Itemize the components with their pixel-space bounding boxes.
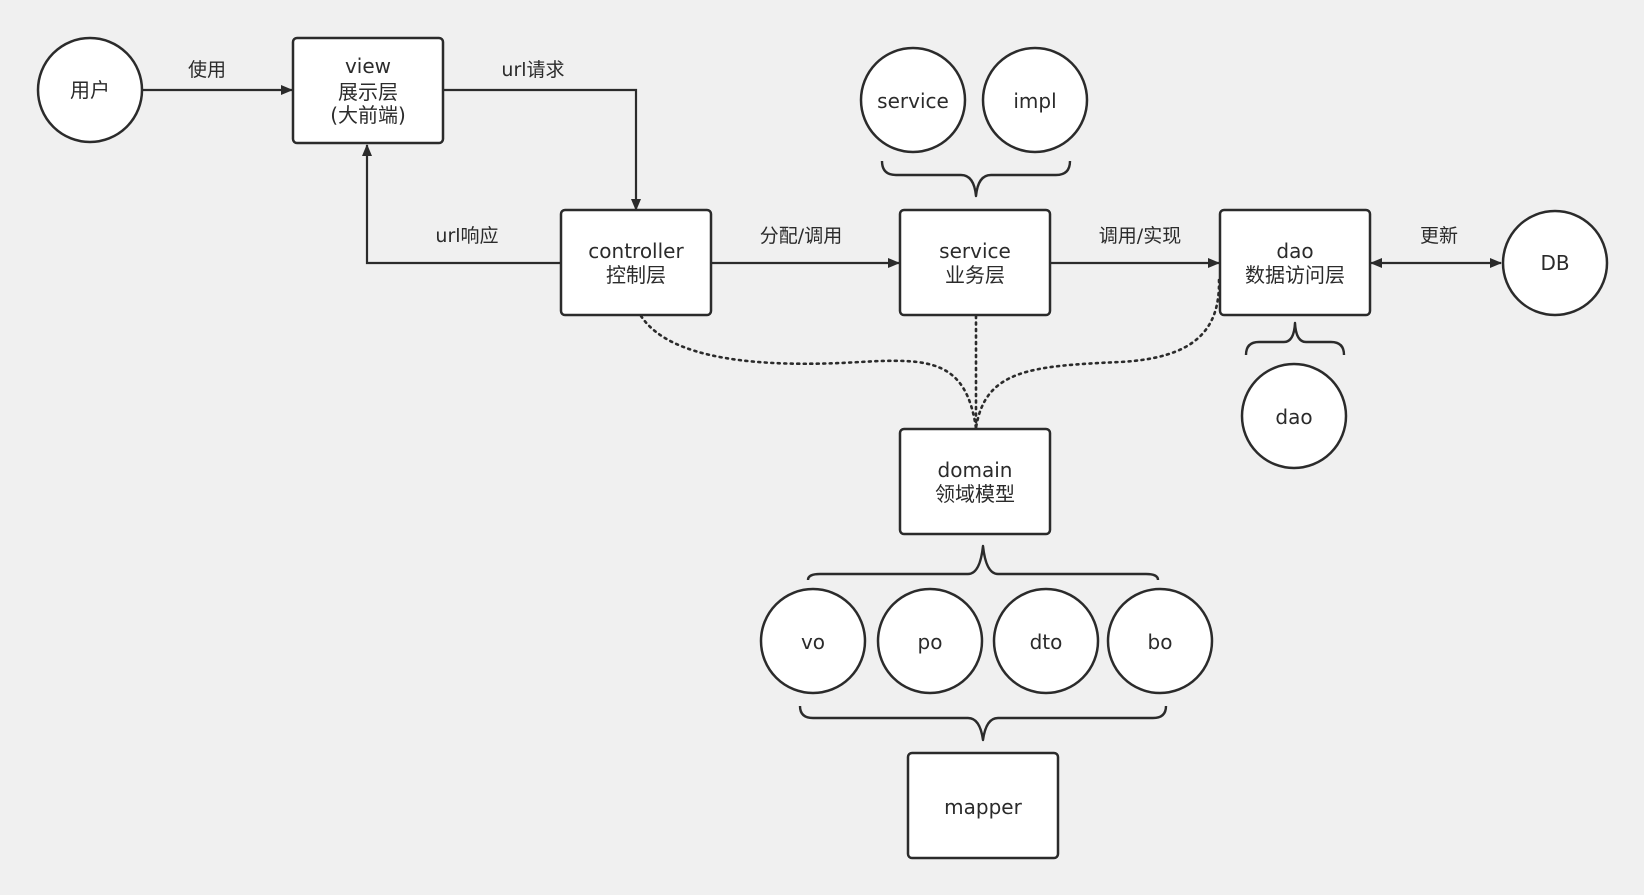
node-dao-circle-label: dao — [1275, 405, 1312, 429]
node-mapper-label: mapper — [944, 795, 1022, 819]
node-service-circle: service — [859, 46, 967, 154]
node-db: DB — [1501, 209, 1609, 317]
edges — [143, 85, 1502, 268]
node-user-label: 用户 — [70, 78, 110, 102]
node-domain-line2: 领域模型 — [935, 482, 1015, 506]
node-domain-line1: domain — [938, 458, 1013, 482]
label-url-request: url请求 — [501, 59, 564, 81]
node-controller-line1: controller — [588, 239, 684, 263]
label-use: 使用 — [188, 59, 226, 81]
edge-controller-to-view — [362, 144, 561, 265]
node-controller-line2: 控制层 — [606, 263, 666, 287]
label-url-response: url响应 — [435, 225, 498, 247]
node-service-circle-label: service — [877, 89, 949, 113]
node-domain: domain 领域模型 — [898, 427, 1052, 536]
node-vo: vo — [759, 587, 867, 695]
dotted-connectors — [639, 278, 1221, 430]
node-dao-circle: dao — [1240, 362, 1348, 470]
node-bo-label: bo — [1148, 630, 1173, 654]
node-view-line3: (大前端) — [330, 103, 406, 127]
dotted-dao-domain — [974, 278, 1221, 430]
label-dispatch-call: 分配/调用 — [760, 225, 842, 247]
brace-mapper — [798, 705, 1168, 742]
node-view-line2: 展示层 — [338, 80, 398, 104]
node-dto-label: dto — [1030, 630, 1063, 654]
node-po: po — [876, 587, 984, 695]
node-dao-layer: dao 数据访问层 — [1218, 208, 1372, 317]
edge-labels: 使用 url请求 url响应 分配/调用 调用/实现 更新 — [188, 59, 1458, 247]
node-controller: controller 控制层 — [559, 208, 713, 317]
node-service-layer: service 业务层 — [898, 208, 1052, 317]
node-vo-label: vo — [801, 630, 825, 654]
label-update: 更新 — [1420, 225, 1458, 247]
edge-view-to-controller — [444, 88, 641, 211]
brace-service-impl — [880, 160, 1072, 198]
node-service-layer-line2: 业务层 — [945, 263, 1005, 287]
brace-domain-models — [806, 544, 1160, 581]
node-view-line1: view — [345, 54, 391, 78]
node-view: view 展示层 (大前端) — [291, 36, 445, 145]
node-dao-layer-line1: dao — [1276, 239, 1313, 263]
node-db-label: DB — [1540, 251, 1569, 275]
label-call-implement: 调用/实现 — [1099, 225, 1181, 247]
node-impl-circle: impl — [981, 46, 1089, 154]
braces — [798, 160, 1346, 742]
node-dto: dto — [992, 587, 1100, 695]
node-bo: bo — [1106, 587, 1214, 695]
node-dao-layer-line2: 数据访问层 — [1245, 263, 1345, 287]
dotted-controller-domain — [639, 314, 978, 430]
node-mapper: mapper — [906, 751, 1060, 860]
node-po-label: po — [918, 630, 943, 654]
brace-dao — [1244, 321, 1346, 356]
node-impl-circle-label: impl — [1013, 89, 1056, 113]
node-service-layer-line1: service — [939, 239, 1011, 263]
node-user: 用户 — [36, 36, 144, 144]
